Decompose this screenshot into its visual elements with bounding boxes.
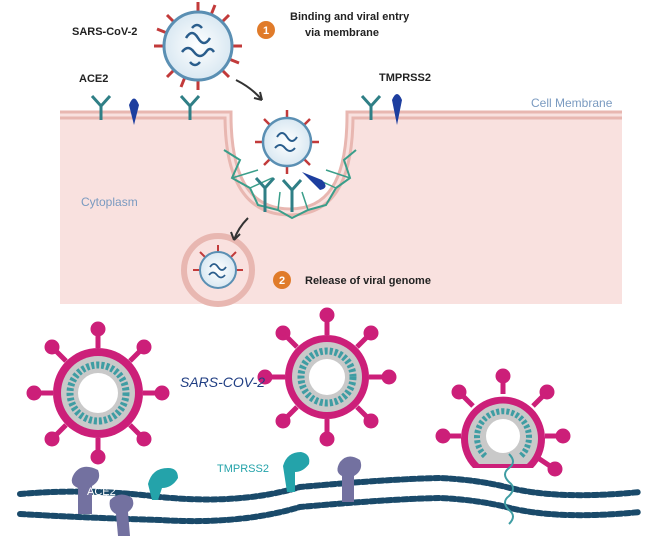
step-1-text-line1: Binding and viral entry	[290, 11, 410, 23]
cytoplasm-label: Cytoplasm	[81, 195, 138, 209]
membrane-label: Cell Membrane	[531, 96, 613, 110]
lipid-bilayer-bottom	[17, 494, 643, 525]
virus-label: SARS-COV-2	[180, 374, 265, 390]
step-1-badge: 1	[257, 21, 275, 39]
sars-cov-2-virion	[26, 321, 170, 465]
svg-text:1: 1	[263, 25, 269, 37]
ace2-label: ACE2	[79, 73, 108, 85]
step-2-badge: 2	[273, 271, 291, 289]
flow-arrow	[235, 79, 263, 101]
sars-cov-2-virion	[257, 307, 397, 447]
tmprss2-label: TMPRSS2	[379, 72, 431, 84]
lipid-bilayer-top	[17, 474, 643, 503]
sars-cov-2-virion	[435, 368, 571, 525]
ace2-receptor	[71, 456, 362, 536]
tmprss2-protein	[148, 452, 310, 500]
endosome	[181, 233, 255, 307]
ace2-receptor	[360, 94, 382, 120]
ace2-receptor	[90, 94, 112, 120]
sars-cov-2-virion	[154, 2, 242, 90]
tmprss2-protein	[129, 98, 139, 125]
ace2-receptor	[179, 94, 201, 120]
step-2-text: Release of viral genome	[305, 275, 431, 287]
svg-text:2: 2	[279, 275, 285, 287]
sars-cov-2-virion	[255, 110, 319, 174]
tmprss2-label: TMPRSS2	[217, 463, 269, 475]
top-panel: 1 Binding and viral entry via membrane 2…	[60, 2, 622, 307]
flow-arrow	[230, 217, 249, 241]
ace2-receptor	[254, 176, 303, 212]
ace2-label: ACE2	[87, 486, 116, 498]
tmprss2-protein	[392, 94, 402, 125]
step-1-text-line2: via membrane	[305, 27, 379, 39]
tmprss2-protein	[302, 172, 326, 190]
bottom-panel: SARS-COV-2 TMPRSS2 ACE2	[17, 307, 643, 536]
virus-label: SARS-CoV-2	[72, 26, 137, 38]
